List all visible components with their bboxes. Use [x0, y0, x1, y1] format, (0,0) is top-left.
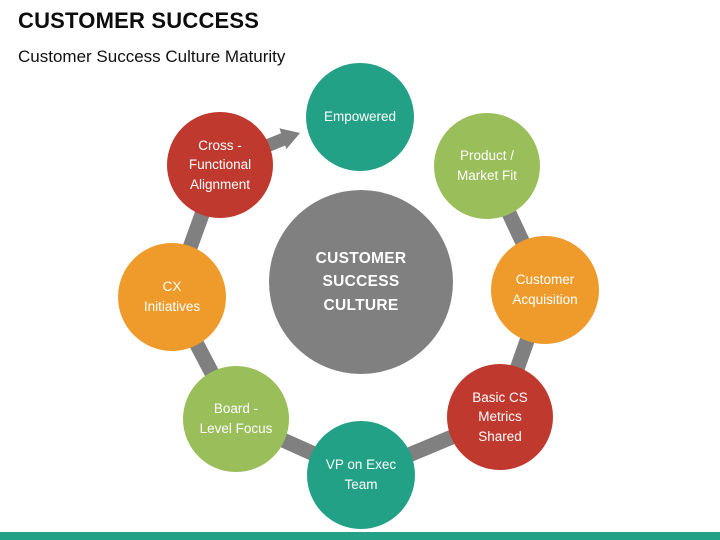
- page-subtitle: Customer Success Culture Maturity: [18, 47, 286, 66]
- center-circle-label: CUSTOMER SUCCESS CULTURE: [315, 250, 407, 314]
- node-customer-acquisition: Customer Acquisition: [491, 236, 599, 344]
- page-title: CUSTOMER SUCCESS: [18, 8, 260, 33]
- node-label: Cross - Functional Alignment: [188, 137, 252, 192]
- arrowhead-icon: [279, 128, 300, 150]
- node-label: Board - Level Focus: [199, 401, 273, 436]
- center-circle-customer-success-culture: CUSTOMER SUCCESS CULTURE: [269, 190, 453, 374]
- node-label: Basic CS Metrics Shared: [472, 389, 528, 444]
- footer-accent-bar: [0, 532, 720, 540]
- node-product-market-fit: Product / Market Fit: [434, 113, 540, 219]
- node-vp-on-exec-team: VP on Exec Team: [307, 421, 415, 529]
- node-cx-initiatives: CX Initiatives: [118, 243, 226, 351]
- node-cross-functional-alignment: Cross - Functional Alignment: [167, 112, 273, 218]
- node-label: CX Initiatives: [143, 279, 201, 314]
- node-label: Empowered: [323, 109, 397, 125]
- node-empowered: Empowered: [306, 63, 414, 171]
- node-board-level-focus: Board - Level Focus: [183, 366, 289, 472]
- node-basic-cs-metrics-shared: Basic CS Metrics Shared: [447, 364, 553, 470]
- node-label: VP on Exec Team: [325, 457, 397, 492]
- node-label: Customer Acquisition: [512, 272, 578, 307]
- node-label: Product / Market Fit: [456, 148, 517, 183]
